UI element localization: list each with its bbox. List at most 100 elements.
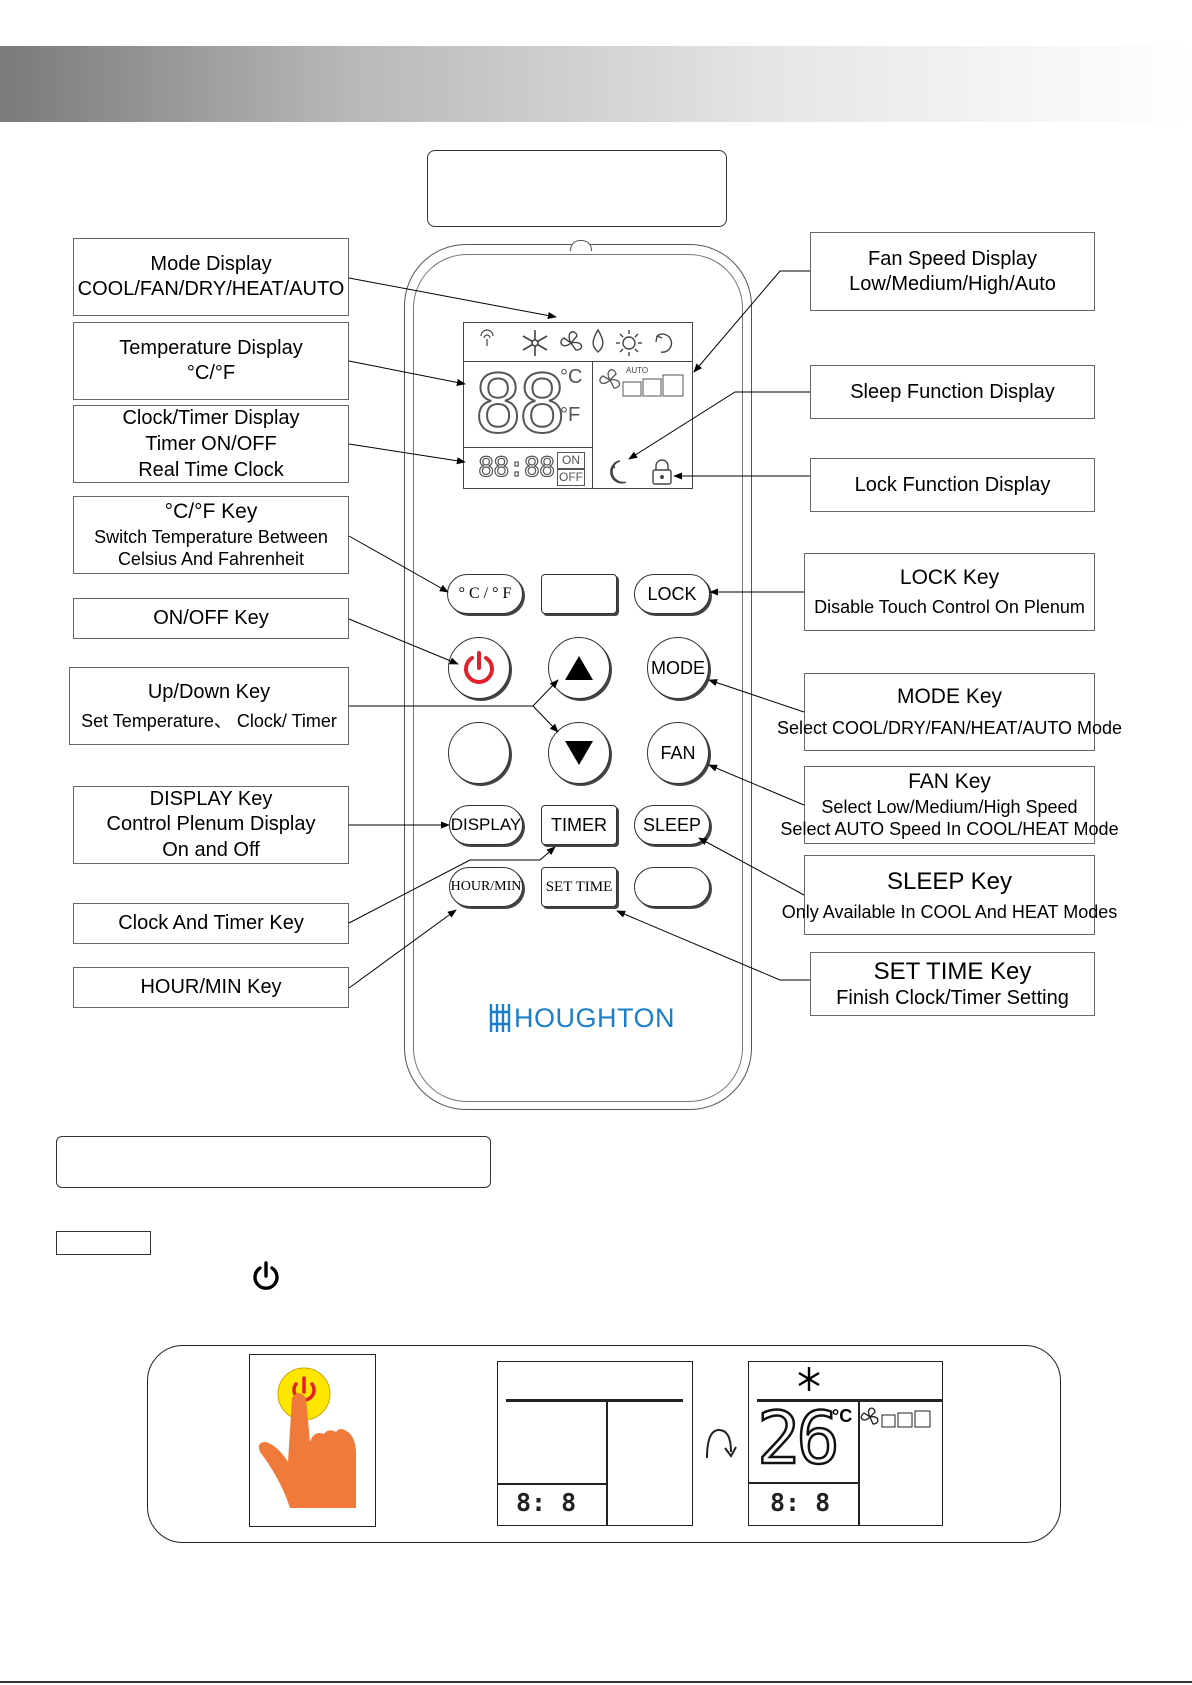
label-fan-speed-display: Fan Speed Display Low/Medium/High/Auto <box>810 232 1095 311</box>
down-triangle-icon <box>565 741 593 765</box>
label-lock-display: Lock Function Display <box>810 458 1095 512</box>
lcd-after-fan-speed-icon <box>860 1407 931 1428</box>
lcd-clock-digits: 88:88 <box>477 451 555 483</box>
sun-icon <box>616 330 642 356</box>
label-set-time-key: SET TIME Key Finish Clock/Timer Setting <box>810 952 1095 1016</box>
up-button[interactable] <box>548 637 610 699</box>
section-heading-frame <box>56 1136 491 1188</box>
leader-timer-key <box>348 846 556 924</box>
lcd-before-clock: 8: 8 <box>516 1488 577 1517</box>
leader-temperature-display <box>348 360 466 386</box>
sleep-moon-icon <box>610 460 627 484</box>
label-onoff-key: ON/OFF Key <box>73 598 349 639</box>
note-tag-frame <box>56 1231 151 1255</box>
lcd-fan-speed <box>599 369 684 397</box>
transition-arrow-icon <box>706 1428 737 1459</box>
power-inline-icon <box>253 1261 279 1290</box>
lcd-temp-digits: 88 <box>473 358 567 451</box>
label-updown-key: Up/Down Key Set Temperature、 Clock/ Time… <box>69 667 349 745</box>
lcd-vertical-divider <box>592 361 593 489</box>
hand-press-icon <box>258 1367 356 1508</box>
label-cf-key: °C/°F Key Switch Temperature Between Cel… <box>73 496 349 574</box>
blank-key-bottom[interactable] <box>634 867 710 907</box>
blank-round-key[interactable] <box>448 722 510 784</box>
lcd-after-clock-divider <box>748 1482 859 1484</box>
fan-icon <box>560 331 583 351</box>
leader-set-time-key <box>616 910 810 981</box>
lcd-screen <box>463 322 693 489</box>
footer-rule <box>0 1681 1192 1683</box>
lcd-before-screen <box>497 1361 693 1526</box>
mode-key[interactable]: MODE <box>647 637 709 699</box>
leader-sleep-display <box>628 391 810 460</box>
signal-icon <box>480 329 494 346</box>
up-triangle-icon <box>565 656 593 680</box>
header-bar <box>0 46 1192 122</box>
label-mode-key: MODE Key Select COOL/DRY/FAN/HEAT/AUTO M… <box>777 673 1122 751</box>
brand-name: HOUGHTON <box>514 1002 676 1033</box>
lock-icon <box>652 459 672 485</box>
lcd-mode-icons <box>480 328 673 356</box>
lock-key[interactable]: LOCK <box>634 574 710 614</box>
lcd-after-snowflake-icon <box>798 1367 820 1391</box>
label-fan-key: FAN Key Select Low/Medium/High Speed Sel… <box>780 766 1119 844</box>
leader-mode-display <box>348 277 557 320</box>
diagram-title-frame <box>427 150 727 227</box>
power-button[interactable] <box>448 637 510 699</box>
leader-mode-key <box>708 679 805 713</box>
lcd-after-vertical-divider <box>858 1400 860 1526</box>
label-display-key: DISPLAY Key Control Plenum Display On an… <box>73 786 349 864</box>
leader-fan-speed <box>693 270 810 373</box>
lcd-celsius-icon: °C <box>560 366 583 388</box>
leader-fan-key <box>708 764 805 806</box>
hour-min-key[interactable]: HOUR/MIN <box>449 867 523 907</box>
label-mode-display: Mode Display COOL/FAN/DRY/HEAT/AUTO <box>73 238 349 316</box>
fan-key[interactable]: FAN <box>647 722 709 784</box>
power-icon <box>464 651 494 684</box>
leader-down-key <box>532 705 559 733</box>
brand-mark-icon <box>489 1004 511 1032</box>
label-clock-timer-display: Clock/Timer Display Timer ON/OFF Real Ti… <box>73 405 349 483</box>
label-temperature-display: Temperature Display °C/°F <box>73 322 349 400</box>
lcd-fahrenheit-icon: °F <box>560 404 581 426</box>
sleep-key[interactable]: SLEEP <box>634 805 710 845</box>
label-sleep-key: SLEEP Key Only Available In COOL And HEA… <box>782 855 1117 935</box>
lcd-before-clock-divider <box>497 1483 607 1485</box>
leader-sleep-key <box>698 837 805 896</box>
set-time-key[interactable]: SET TIME <box>541 867 617 907</box>
auto-cycle-icon <box>655 333 673 353</box>
lcd-on-indicator: ON <box>557 452 585 469</box>
brand-logo: HOUGHTON <box>488 998 688 1038</box>
remote-body-inner <box>413 254 743 1102</box>
lcd-after-temp: 26 <box>756 1396 841 1480</box>
lcd-off-indicator: OFF <box>557 469 585 486</box>
lcd-after-top-divider <box>757 1399 942 1402</box>
blank-key-top[interactable] <box>541 574 617 614</box>
lcd-after-screen <box>748 1361 943 1526</box>
lcd-after-celsius-icon: °C <box>832 1406 853 1426</box>
timer-key[interactable]: TIMER <box>541 805 617 845</box>
lcd-clock-divider <box>463 447 592 448</box>
label-hour-min-key: HOUR/MIN Key <box>73 967 349 1008</box>
lcd-top-divider <box>463 361 693 362</box>
label-sleep-display: Sleep Function Display <box>810 365 1095 419</box>
lcd-after-clock: 8: 8 <box>770 1488 831 1517</box>
example-panel <box>147 1345 1061 1543</box>
leader-cf-key <box>348 535 449 593</box>
snowflake-icon <box>522 330 548 356</box>
leader-clock-display <box>348 443 466 465</box>
hand-press-frame <box>249 1354 376 1527</box>
lcd-before-top-divider <box>506 1399 683 1402</box>
fan-speed-fan-icon <box>599 369 621 389</box>
display-key[interactable]: DISPLAY <box>449 805 523 845</box>
leader-onoff-key <box>348 618 459 665</box>
leader-hour-min-key <box>348 909 457 989</box>
lcd-before-vertical-divider <box>606 1400 608 1526</box>
leader-up-key <box>349 679 559 707</box>
cf-key[interactable]: ° C / ° F <box>447 574 523 614</box>
lcd-auto-label: AUTO <box>626 366 649 375</box>
label-lock-key: LOCK Key Disable Touch Control On Plenum <box>804 553 1095 631</box>
drop-icon <box>592 328 604 353</box>
label-clock-timer-key: Clock And Timer Key <box>73 903 349 944</box>
